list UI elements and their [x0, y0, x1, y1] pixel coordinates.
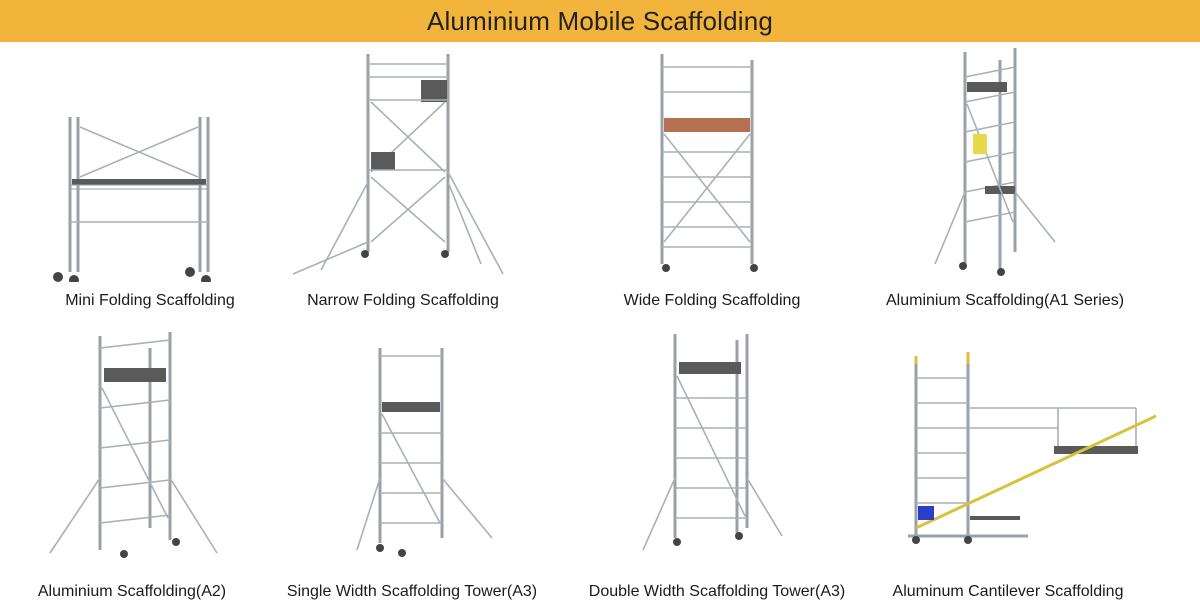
a2-scaffold-icon [49, 332, 218, 558]
wide-folding-scaffold-icon [660, 54, 758, 272]
product-label[interactable]: Mini Folding Scaffolding [65, 292, 235, 309]
product-card-a1-series[interactable]: Aluminium Scaffolding(A1 Series) [855, 42, 1155, 312]
product-card-cantilever[interactable]: Aluminum Cantilever Scaffolding [858, 328, 1158, 614]
page-banner: Aluminium Mobile Scaffolding [0, 0, 1200, 42]
product-card-narrow-folding[interactable]: Narrow Folding Scaffolding [253, 42, 553, 312]
mini-folding-scaffold-icon [53, 117, 211, 282]
cantilever-scaffold-icon [908, 352, 1157, 544]
product-label[interactable]: Narrow Folding Scaffolding [307, 292, 499, 309]
product-card-single-width[interactable]: Single Width Scaffolding Tower(A3) [262, 328, 562, 614]
page-title: Aluminium Mobile Scaffolding [426, 5, 774, 36]
product-card-a2[interactable]: Aluminium Scaffolding(A2) [0, 328, 282, 614]
product-label[interactable]: Aluminium Scaffolding(A2) [37, 583, 227, 600]
product-card-mini-folding[interactable]: Mini Folding Scaffolding [0, 42, 300, 312]
narrow-folding-scaffold-icon [292, 54, 504, 275]
product-label[interactable]: Aluminium Scaffolding(A1 Series) [885, 292, 1125, 309]
product-label[interactable]: Single Width Scaffolding Tower(A3) [286, 583, 538, 600]
double-width-tower-icon [642, 334, 783, 551]
product-label[interactable]: Double Width Scaffolding Tower(A3) [588, 583, 846, 600]
single-width-tower-icon [356, 348, 493, 557]
product-card-double-width[interactable]: Double Width Scaffolding Tower(A3) [567, 328, 867, 614]
product-label[interactable]: Aluminum Cantilever Scaffolding [892, 583, 1124, 600]
product-card-wide-folding[interactable]: Wide Folding Scaffolding [562, 42, 862, 312]
product-label[interactable]: Wide Folding Scaffolding [623, 292, 801, 309]
a1-scaffold-icon [934, 48, 1056, 276]
product-grid: Mini Folding Scaffolding Narrow Folding … [0, 42, 1200, 614]
